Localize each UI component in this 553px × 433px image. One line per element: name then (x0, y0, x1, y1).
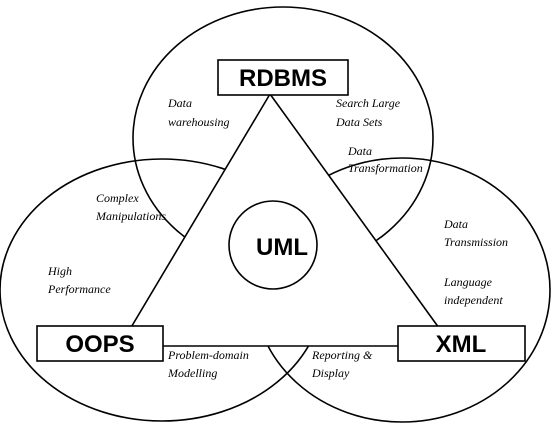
annotation-search-large-data-sets: Search Large Data Sets (335, 96, 403, 129)
oops-box (36, 325, 164, 362)
rdbms-node: RDBMS (217, 59, 349, 96)
annotation-high-performance: High Performance (47, 264, 111, 296)
central-triangle (118, 92, 454, 347)
annotation-language-independent: Language independent (443, 275, 503, 307)
annotation-data-transformation: Data Transformation (347, 144, 423, 175)
oops-node: OOPS (36, 325, 164, 362)
annotation-data-transmission: Data Transmission (443, 217, 508, 249)
rdbms-box (217, 59, 349, 96)
rdbms-label: RDBMS (239, 65, 327, 92)
annotation-problem-domain-modelling: Problem-domain Modelling (167, 348, 252, 380)
xml-node: XML (397, 325, 526, 362)
annotation-reporting-display: Reporting & Display (311, 348, 375, 380)
xml-label: XML (436, 331, 487, 358)
annotation-complex-manipulations: Complex Manipulations (95, 191, 166, 223)
uml-label: UML (256, 234, 308, 261)
uml-circle (228, 200, 318, 290)
oops-label: OOPS (65, 331, 134, 358)
annotation-data-warehousing: Data warehousing (167, 96, 230, 129)
xml-box (397, 325, 526, 362)
